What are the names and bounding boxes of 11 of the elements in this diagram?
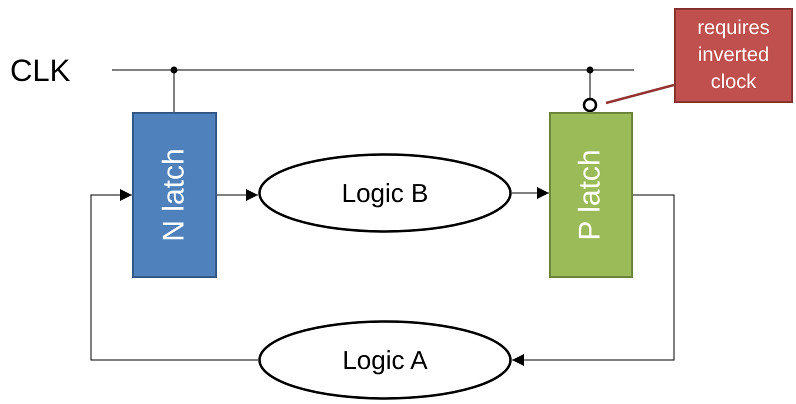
latch-box: P latch [549, 112, 633, 278]
connector [512, 194, 674, 366]
callout-box: requires inverted clock [674, 8, 793, 103]
logic-ellipse: Logic A [258, 320, 512, 400]
latch-box: N latch [132, 112, 217, 278]
leader-line [606, 84, 674, 104]
connector [90, 189, 258, 360]
logic-ellipse: Logic B [258, 153, 512, 233]
connector [512, 187, 550, 199]
connector [216, 189, 258, 201]
signal-label: CLK [10, 54, 70, 86]
